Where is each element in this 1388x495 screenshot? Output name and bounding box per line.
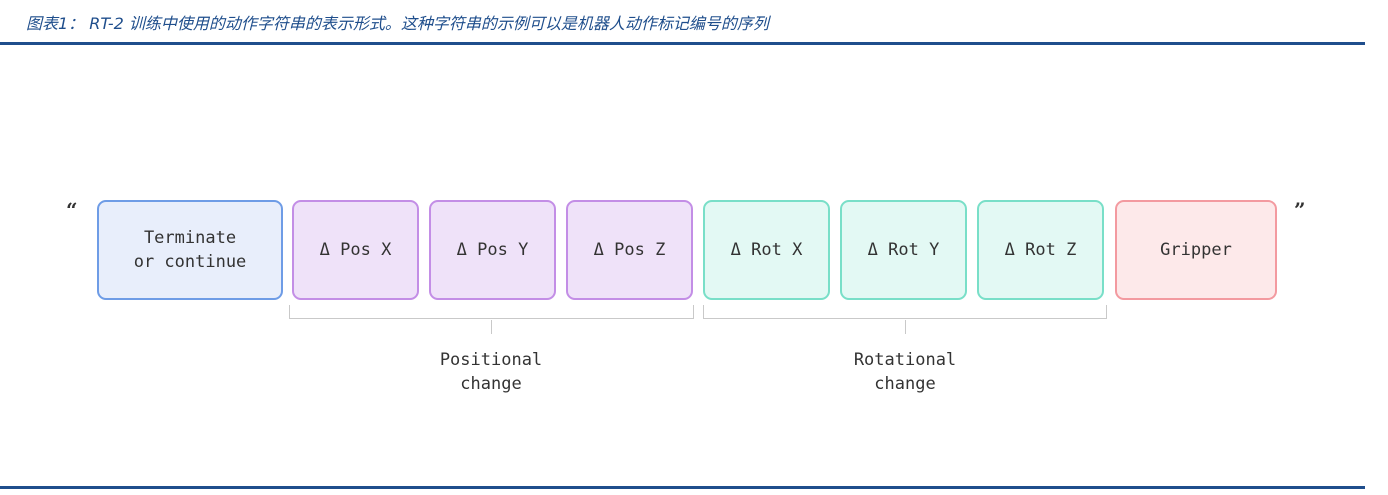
positional-group-bracket [289, 305, 694, 319]
token-delta-pos-x: Δ Pos X [292, 200, 419, 300]
positional-group-bracket-tick [491, 320, 492, 334]
token-gripper: Gripper [1115, 200, 1277, 300]
token-delta-rot-x: Δ Rot X [703, 200, 830, 300]
positional-change-label: Positional change [439, 350, 543, 394]
open-quote-mark: “ [66, 198, 78, 222]
rotational-group-bracket [703, 305, 1107, 319]
token-delta-rot-y: Δ Rot Y [840, 200, 967, 300]
rotational-group-bracket-tick [905, 320, 906, 334]
bottom-divider [0, 486, 1365, 489]
close-quote-mark: ” [1294, 198, 1306, 222]
token-delta-pos-y: Δ Pos Y [429, 200, 556, 300]
figure-caption: 图表1： RT-2 训练中使用的动作字符串的表示形式。这种字符串的示例可以是机器… [26, 14, 769, 33]
rotational-change-label: Rotational change [853, 350, 957, 394]
top-divider [0, 42, 1365, 45]
token-delta-pos-z: Δ Pos Z [566, 200, 693, 300]
token-terminate-or-continue: Terminate or continue [97, 200, 283, 300]
token-delta-rot-z: Δ Rot Z [977, 200, 1104, 300]
